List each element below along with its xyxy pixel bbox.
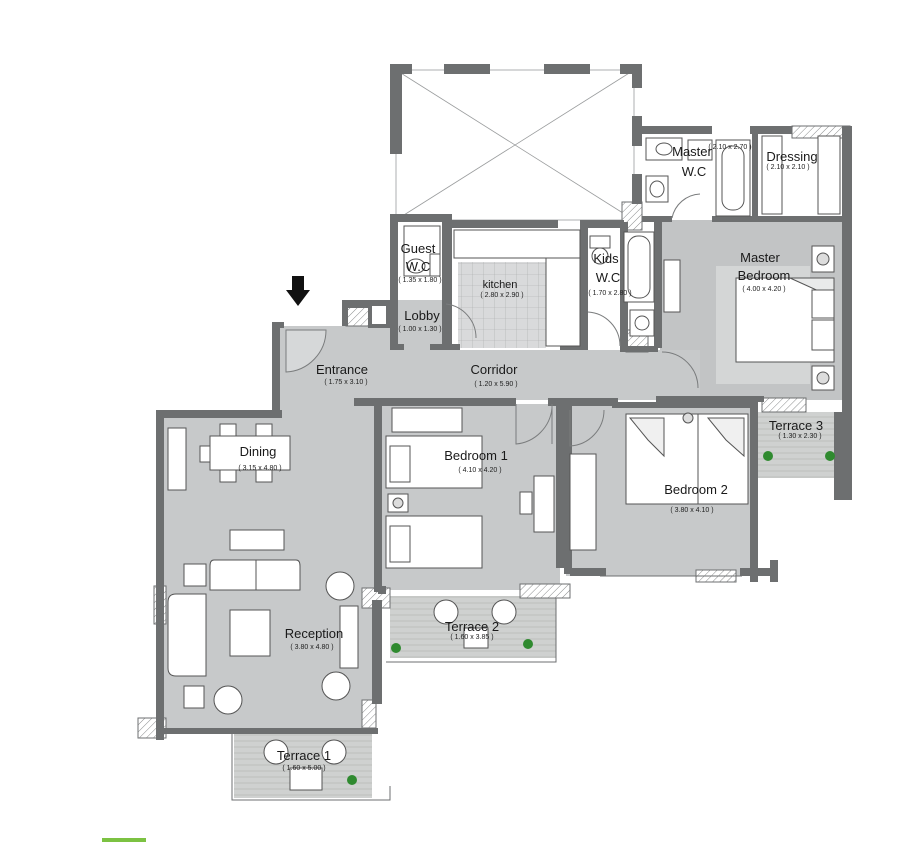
room-labels: Master W.C ( 2.10 x 2.70 ) Dressing ( 2.…	[238, 144, 823, 772]
dims-bedroom-1: ( 4.10 x 4.20 )	[458, 467, 501, 474]
plant-icon	[825, 451, 835, 461]
dims-dining: ( 3.15 x 4.80 )	[238, 465, 281, 472]
label-master-bedroom-2: Bedroom	[738, 268, 791, 283]
label-terrace-3: Terrace 3	[769, 418, 823, 433]
label-dining: Dining	[240, 444, 277, 459]
label-terrace-2: Terrace 2	[445, 619, 499, 634]
accent-bar	[102, 838, 146, 842]
label-kitchen: kitchen	[483, 279, 518, 291]
dims-kids-wc: ( 1.70 x 2.80 )	[588, 290, 631, 297]
label-kids-wc-1: Kids	[593, 251, 619, 266]
walls	[156, 64, 852, 740]
label-lobby: Lobby	[404, 308, 440, 323]
dims-master-bedroom: ( 4.00 x 4.20 )	[742, 286, 785, 293]
label-corridor: Corridor	[471, 362, 519, 377]
dims-reception: ( 3.80 x 4.80 )	[290, 644, 333, 651]
label-kids-wc-2: W.C	[596, 270, 621, 285]
label-master-wc-2: W.C	[682, 164, 707, 179]
arrow-down-icon	[286, 276, 310, 306]
dims-terrace-1: ( 1.60 x 5.00 )	[282, 765, 325, 772]
dims-guest-wc: ( 1.35 x 1.80 )	[398, 277, 441, 284]
floor-terrace-3	[758, 412, 842, 478]
furniture	[167, 245, 835, 791]
label-terrace-1: Terrace 1	[277, 748, 331, 763]
dims-lobby: ( 1.00 x 1.30 )	[398, 326, 441, 333]
label-bedroom-2: Bedroom 2	[664, 482, 728, 497]
doors	[285, 193, 701, 447]
label-reception: Reception	[285, 626, 344, 641]
dims-dressing: ( 2.10 x 2.10 )	[766, 164, 809, 171]
plant-icon	[523, 639, 533, 649]
label-bedroom-1: Bedroom 1	[444, 448, 508, 463]
railings	[231, 480, 843, 801]
plant-icon	[391, 643, 401, 653]
label-guest-wc-2: W.C	[406, 259, 431, 274]
label-guest-wc-1: Guest	[401, 241, 436, 256]
dims-master-wc: ( 2.10 x 2.70 )	[708, 144, 751, 151]
dims-entrance: ( 1.75 x 3.10 )	[324, 379, 367, 386]
plant-icon	[347, 775, 357, 785]
label-master-wc-1: Master	[672, 144, 712, 159]
floor-living-top	[280, 398, 374, 420]
dims-bedroom-2: ( 3.80 x 4.10 )	[670, 507, 713, 514]
dims-terrace-3: ( 1.30 x 2.30 )	[778, 433, 821, 440]
label-dressing: Dressing	[766, 149, 817, 164]
dims-corridor: ( 1.20 x 5.90 )	[474, 381, 517, 388]
label-entrance: Entrance	[316, 362, 368, 377]
dims-terrace-2: ( 1.60 x 3.85 )	[450, 634, 493, 641]
dims-kitchen: ( 2.80 x 2.90 )	[480, 292, 523, 299]
plants	[347, 451, 835, 785]
plant-icon	[763, 451, 773, 461]
kitchen-tiles	[458, 262, 546, 348]
label-master-bedroom-1: Master	[740, 250, 780, 265]
fixtures	[403, 135, 841, 347]
floor-lobby	[396, 300, 448, 350]
